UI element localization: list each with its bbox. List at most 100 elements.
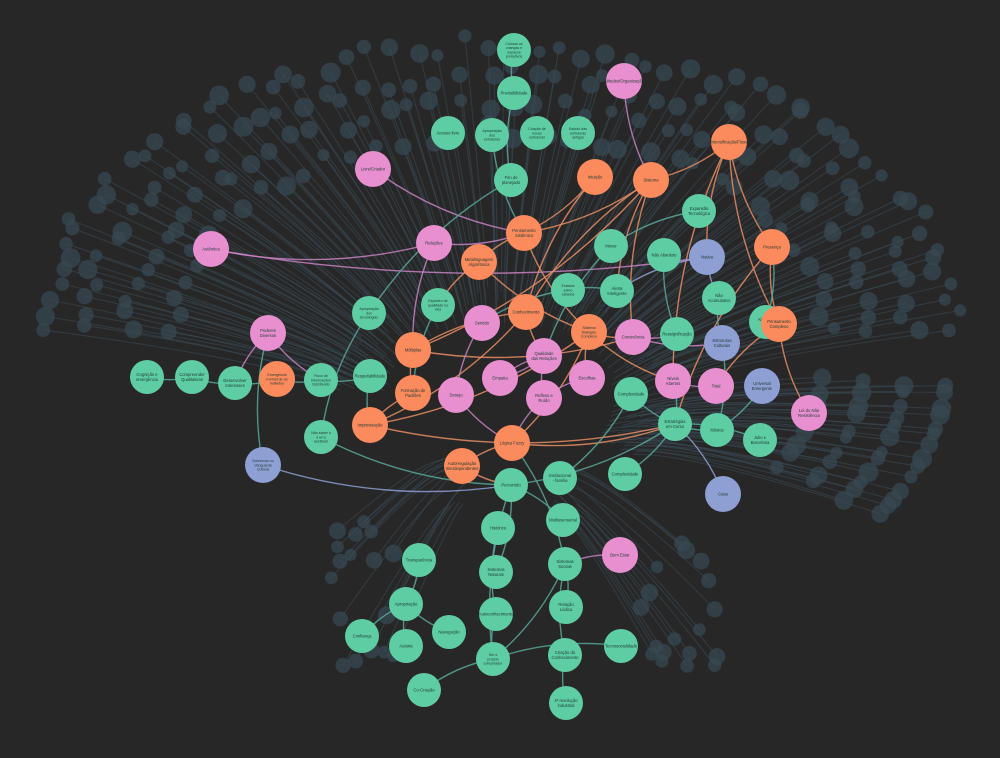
node-confianca[interactable]: Confiança <box>345 619 379 653</box>
node-circle[interactable] <box>700 413 734 447</box>
node-nativa[interactable]: Nativa <box>689 239 725 275</box>
node-circle[interactable] <box>259 361 295 397</box>
node-mover[interactable]: Mover <box>594 229 628 263</box>
node-circle[interactable] <box>389 587 423 621</box>
node-circle[interactable] <box>250 315 286 351</box>
node-musica[interactable]: Música <box>700 413 734 447</box>
node-improvisacao[interactable]: Improvisação <box>352 407 388 443</box>
node-complexidade[interactable]: Complexidade <box>608 457 642 491</box>
node-circle[interactable] <box>520 116 554 150</box>
node-circle[interactable] <box>481 511 515 545</box>
node-circle[interactable] <box>608 457 642 491</box>
node-circle[interactable] <box>497 76 531 110</box>
node-circle[interactable] <box>711 124 747 160</box>
node-circle[interactable] <box>546 503 580 537</box>
node-circle[interactable] <box>353 359 387 393</box>
node-total[interactable]: Total <box>698 368 734 404</box>
node-circle[interactable] <box>304 420 338 454</box>
node-circle[interactable] <box>658 407 692 441</box>
node-circle[interactable] <box>444 448 480 484</box>
node-circle[interactable] <box>791 395 827 431</box>
node-circle[interactable] <box>604 629 638 663</box>
node-circle[interactable] <box>461 244 497 280</box>
node-transparencia[interactable]: Transparência <box>402 543 436 577</box>
node-atitudes-organizacao[interactable]: Atitudes/Organização <box>604 63 645 99</box>
node-autoconhecimento[interactable]: Autoconhecimento <box>479 597 514 631</box>
node-circle[interactable] <box>402 543 436 577</box>
node-circle[interactable] <box>494 425 530 461</box>
node-circle[interactable] <box>438 377 474 413</box>
node-circle[interactable] <box>615 319 651 355</box>
node-circle[interactable] <box>304 363 338 397</box>
node-empatia[interactable]: Empatia <box>482 360 518 396</box>
node-circle[interactable] <box>494 163 528 197</box>
node-casa[interactable]: Casa <box>705 476 741 512</box>
node-circle[interactable] <box>475 118 509 152</box>
node-circle[interactable] <box>647 238 681 272</box>
node-respeitabilidade[interactable]: Respeitabilidade <box>353 359 387 393</box>
node-circle[interactable] <box>395 375 431 411</box>
node-autentica[interactable]: Autêntica <box>193 231 229 267</box>
node-sistema[interactable]: Sistema <box>633 162 669 198</box>
node-convivencia[interactable]: Convivência <box>615 319 651 355</box>
node-circle[interactable] <box>389 629 423 663</box>
node-presenca[interactable]: Presença <box>754 229 790 265</box>
node-circle[interactable] <box>682 194 716 228</box>
node-circle[interactable] <box>407 673 441 707</box>
node-tecnosocialidade[interactable]: Tecnosocialidade <box>604 629 638 663</box>
node-circle[interactable] <box>606 63 642 99</box>
node-circle[interactable] <box>130 360 164 394</box>
node-circle[interactable] <box>633 162 669 198</box>
node-circle[interactable] <box>508 294 544 330</box>
node-circle[interactable] <box>416 225 452 261</box>
node-acesso-livre[interactable]: Acesso livre <box>431 116 465 150</box>
node-circle[interactable] <box>744 368 780 404</box>
node-apropriacao[interactable]: Apropriação <box>389 587 423 621</box>
node-circle[interactable] <box>549 590 583 624</box>
node-circle[interactable] <box>705 476 741 512</box>
node-circle[interactable] <box>594 229 628 263</box>
node-circle[interactable] <box>702 281 736 315</box>
node-circle[interactable] <box>355 151 391 187</box>
node-livre-criador[interactable]: Livre/Criador <box>355 151 391 187</box>
node-circle[interactable] <box>245 447 281 483</box>
node-multiplas[interactable]: Múltiplas <box>395 332 431 368</box>
node-circle[interactable] <box>549 686 583 720</box>
node-relacoes[interactable]: Relações <box>416 225 452 261</box>
node-historico[interactable]: Histórico <box>481 511 515 545</box>
node-circle[interactable] <box>548 547 582 581</box>
node-circle[interactable] <box>577 159 613 195</box>
node-circle[interactable] <box>526 380 562 416</box>
node-circle[interactable] <box>571 314 607 350</box>
node-circle[interactable] <box>345 619 379 653</box>
node-circle[interactable] <box>431 116 465 150</box>
node-circle[interactable] <box>551 273 585 307</box>
